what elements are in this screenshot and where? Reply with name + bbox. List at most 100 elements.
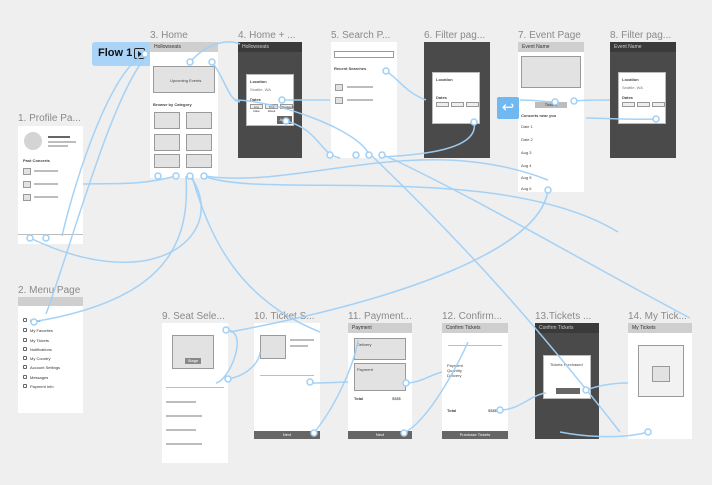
total-value: $$$$ bbox=[392, 396, 401, 401]
frame-seat[interactable]: Stage bbox=[162, 323, 228, 463]
location-label: Location bbox=[436, 77, 453, 82]
purchase-button[interactable]: Purchase Tickets bbox=[442, 431, 508, 439]
search-result-thumb bbox=[335, 84, 343, 91]
date-chip[interactable]: Any Date bbox=[250, 104, 263, 113]
payment-label: Payment bbox=[357, 367, 373, 372]
category-tile[interactable] bbox=[186, 134, 212, 151]
menu-item-tickets[interactable]: My Tickets bbox=[30, 338, 49, 343]
ticket-detail-line bbox=[290, 339, 314, 341]
frame-payment[interactable]: Payment Delivery Payment Total $$$$ Next bbox=[348, 323, 412, 439]
browse-heading: Browse by Category bbox=[153, 102, 192, 107]
frame-event[interactable]: Event Name Tickets Concerts near you Dat… bbox=[518, 42, 584, 192]
ticket-card[interactable] bbox=[638, 345, 684, 397]
next-button[interactable]: Next bbox=[254, 431, 320, 439]
frame-profile[interactable]: Past Concerts bbox=[18, 126, 83, 244]
menu-item-notifications[interactable]: Notifications bbox=[30, 347, 52, 352]
date-row[interactable]: Aug 4 bbox=[521, 163, 532, 168]
profile-detail-line bbox=[48, 141, 76, 143]
concert-line bbox=[34, 183, 58, 185]
frame-home[interactable]: Hollowseats Upcoming Events Browse by Ca… bbox=[150, 42, 218, 178]
payment-section[interactable]: Payment bbox=[354, 363, 406, 391]
ticket-qr bbox=[652, 366, 670, 382]
frame-my-tickets[interactable]: My Tickets bbox=[628, 323, 692, 439]
banner-text: Upcoming Events bbox=[170, 78, 202, 83]
date-row[interactable]: Aug 3 bbox=[521, 150, 532, 155]
frame-menu[interactable]: Home My Favorites My Tickets Notificatio… bbox=[18, 297, 83, 413]
category-tile[interactable] bbox=[154, 154, 180, 168]
menu-item-messages[interactable]: Messages bbox=[30, 375, 49, 380]
dates-label: Dates bbox=[250, 97, 261, 102]
frame-title-my-tickets: 14. My Tick... bbox=[628, 311, 687, 322]
search-result-line bbox=[347, 99, 373, 101]
delivery-label: Delivery bbox=[357, 342, 372, 347]
search-input[interactable] bbox=[334, 51, 394, 58]
frame-title-menu: 2. Menu Page bbox=[18, 285, 81, 296]
delivery-section[interactable]: Delivery bbox=[354, 338, 406, 360]
frame-ticket[interactable]: Next bbox=[254, 323, 320, 439]
seat-row-line bbox=[166, 401, 196, 403]
heart-icon bbox=[23, 328, 27, 332]
frame-title-home-filter: 4. Home + ... bbox=[238, 30, 296, 41]
home-banner[interactable]: Upcoming Events bbox=[153, 66, 215, 93]
divider bbox=[448, 345, 502, 346]
filter-modal[interactable]: Location Seattle, WA Dates bbox=[618, 72, 666, 124]
date-row[interactable]: Aug 5 bbox=[521, 175, 532, 180]
ticket-detail-line bbox=[290, 345, 308, 347]
category-tile[interactable] bbox=[154, 134, 180, 151]
category-tile[interactable] bbox=[154, 112, 180, 129]
profile-name-line bbox=[48, 136, 70, 138]
date-row[interactable]: Aug 6 bbox=[521, 186, 532, 191]
category-tile[interactable] bbox=[186, 154, 212, 168]
total-value: $$$$ bbox=[488, 408, 497, 413]
frame-filter-2[interactable]: Event Name Location Seattle, WA Dates bbox=[610, 42, 676, 158]
date-chip[interactable] bbox=[622, 102, 635, 107]
date-row[interactable]: Date 2 bbox=[521, 137, 533, 142]
tab-bar-divider bbox=[18, 234, 83, 235]
date-chip[interactable] bbox=[652, 102, 665, 107]
search-result-line bbox=[347, 86, 373, 88]
globe-icon bbox=[23, 356, 27, 360]
menu-item-payment[interactable]: Payment Info bbox=[30, 384, 54, 389]
menu-item-account[interactable]: Account Settings bbox=[30, 365, 61, 370]
date-chip[interactable] bbox=[451, 102, 464, 107]
frame-title-filter-2: 8. Filter pag... bbox=[610, 30, 672, 41]
concert-line bbox=[34, 196, 58, 198]
filter-modal[interactable]: Location Dates bbox=[432, 72, 480, 124]
concert-line bbox=[34, 170, 58, 172]
flow-label: Flow 1 bbox=[98, 47, 133, 59]
next-button[interactable]: Next bbox=[348, 431, 412, 439]
menu-item-country[interactable]: My Country bbox=[30, 356, 51, 361]
tickets-button[interactable]: Tickets bbox=[535, 102, 567, 108]
frame-title-filter-1: 6. Filter pag... bbox=[424, 30, 486, 41]
divider bbox=[166, 387, 224, 388]
home-icon bbox=[23, 318, 27, 322]
recent-searches-heading: Recent Searches bbox=[334, 66, 367, 71]
date-chip[interactable] bbox=[637, 102, 650, 107]
ok-button[interactable] bbox=[556, 388, 580, 394]
card-icon bbox=[23, 384, 27, 388]
menu-item-favorites[interactable]: My Favorites bbox=[30, 328, 53, 333]
concert-thumb bbox=[23, 181, 31, 188]
frame-title-seat: 9. Seat Sele... bbox=[162, 311, 225, 322]
frame-confirm[interactable]: Confirm Tickets Payment Quantity Deliver… bbox=[442, 323, 508, 439]
category-tile[interactable] bbox=[186, 112, 212, 129]
location-label: Location bbox=[250, 79, 267, 84]
past-concerts-heading: Past Concerts bbox=[23, 158, 50, 163]
avatar bbox=[24, 132, 42, 150]
bell-icon bbox=[23, 347, 27, 351]
date-chip[interactable] bbox=[436, 102, 449, 107]
frame-filter-1[interactable]: Location Dates bbox=[424, 42, 490, 158]
date-chip[interactable] bbox=[466, 102, 479, 107]
date-row[interactable]: Date 1 bbox=[521, 124, 533, 129]
home-header: Hollowseats bbox=[150, 42, 218, 52]
back-arrow-icon[interactable]: ↩ bbox=[497, 97, 519, 119]
home-filter-header: Hollowseats bbox=[238, 42, 302, 52]
seat-row-line bbox=[166, 443, 202, 445]
frame-title-confirm: 12. Confirm... bbox=[442, 311, 503, 322]
seat-map[interactable]: Stage bbox=[172, 335, 214, 369]
frame-search[interactable]: Recent Searches bbox=[331, 42, 397, 158]
frame-home-filter[interactable]: Hollowseats Location Seattle, WA Dates A… bbox=[238, 42, 302, 158]
delivery-row-label: Delivery bbox=[447, 373, 462, 378]
frame-title-event: 7. Event Page bbox=[518, 30, 581, 41]
